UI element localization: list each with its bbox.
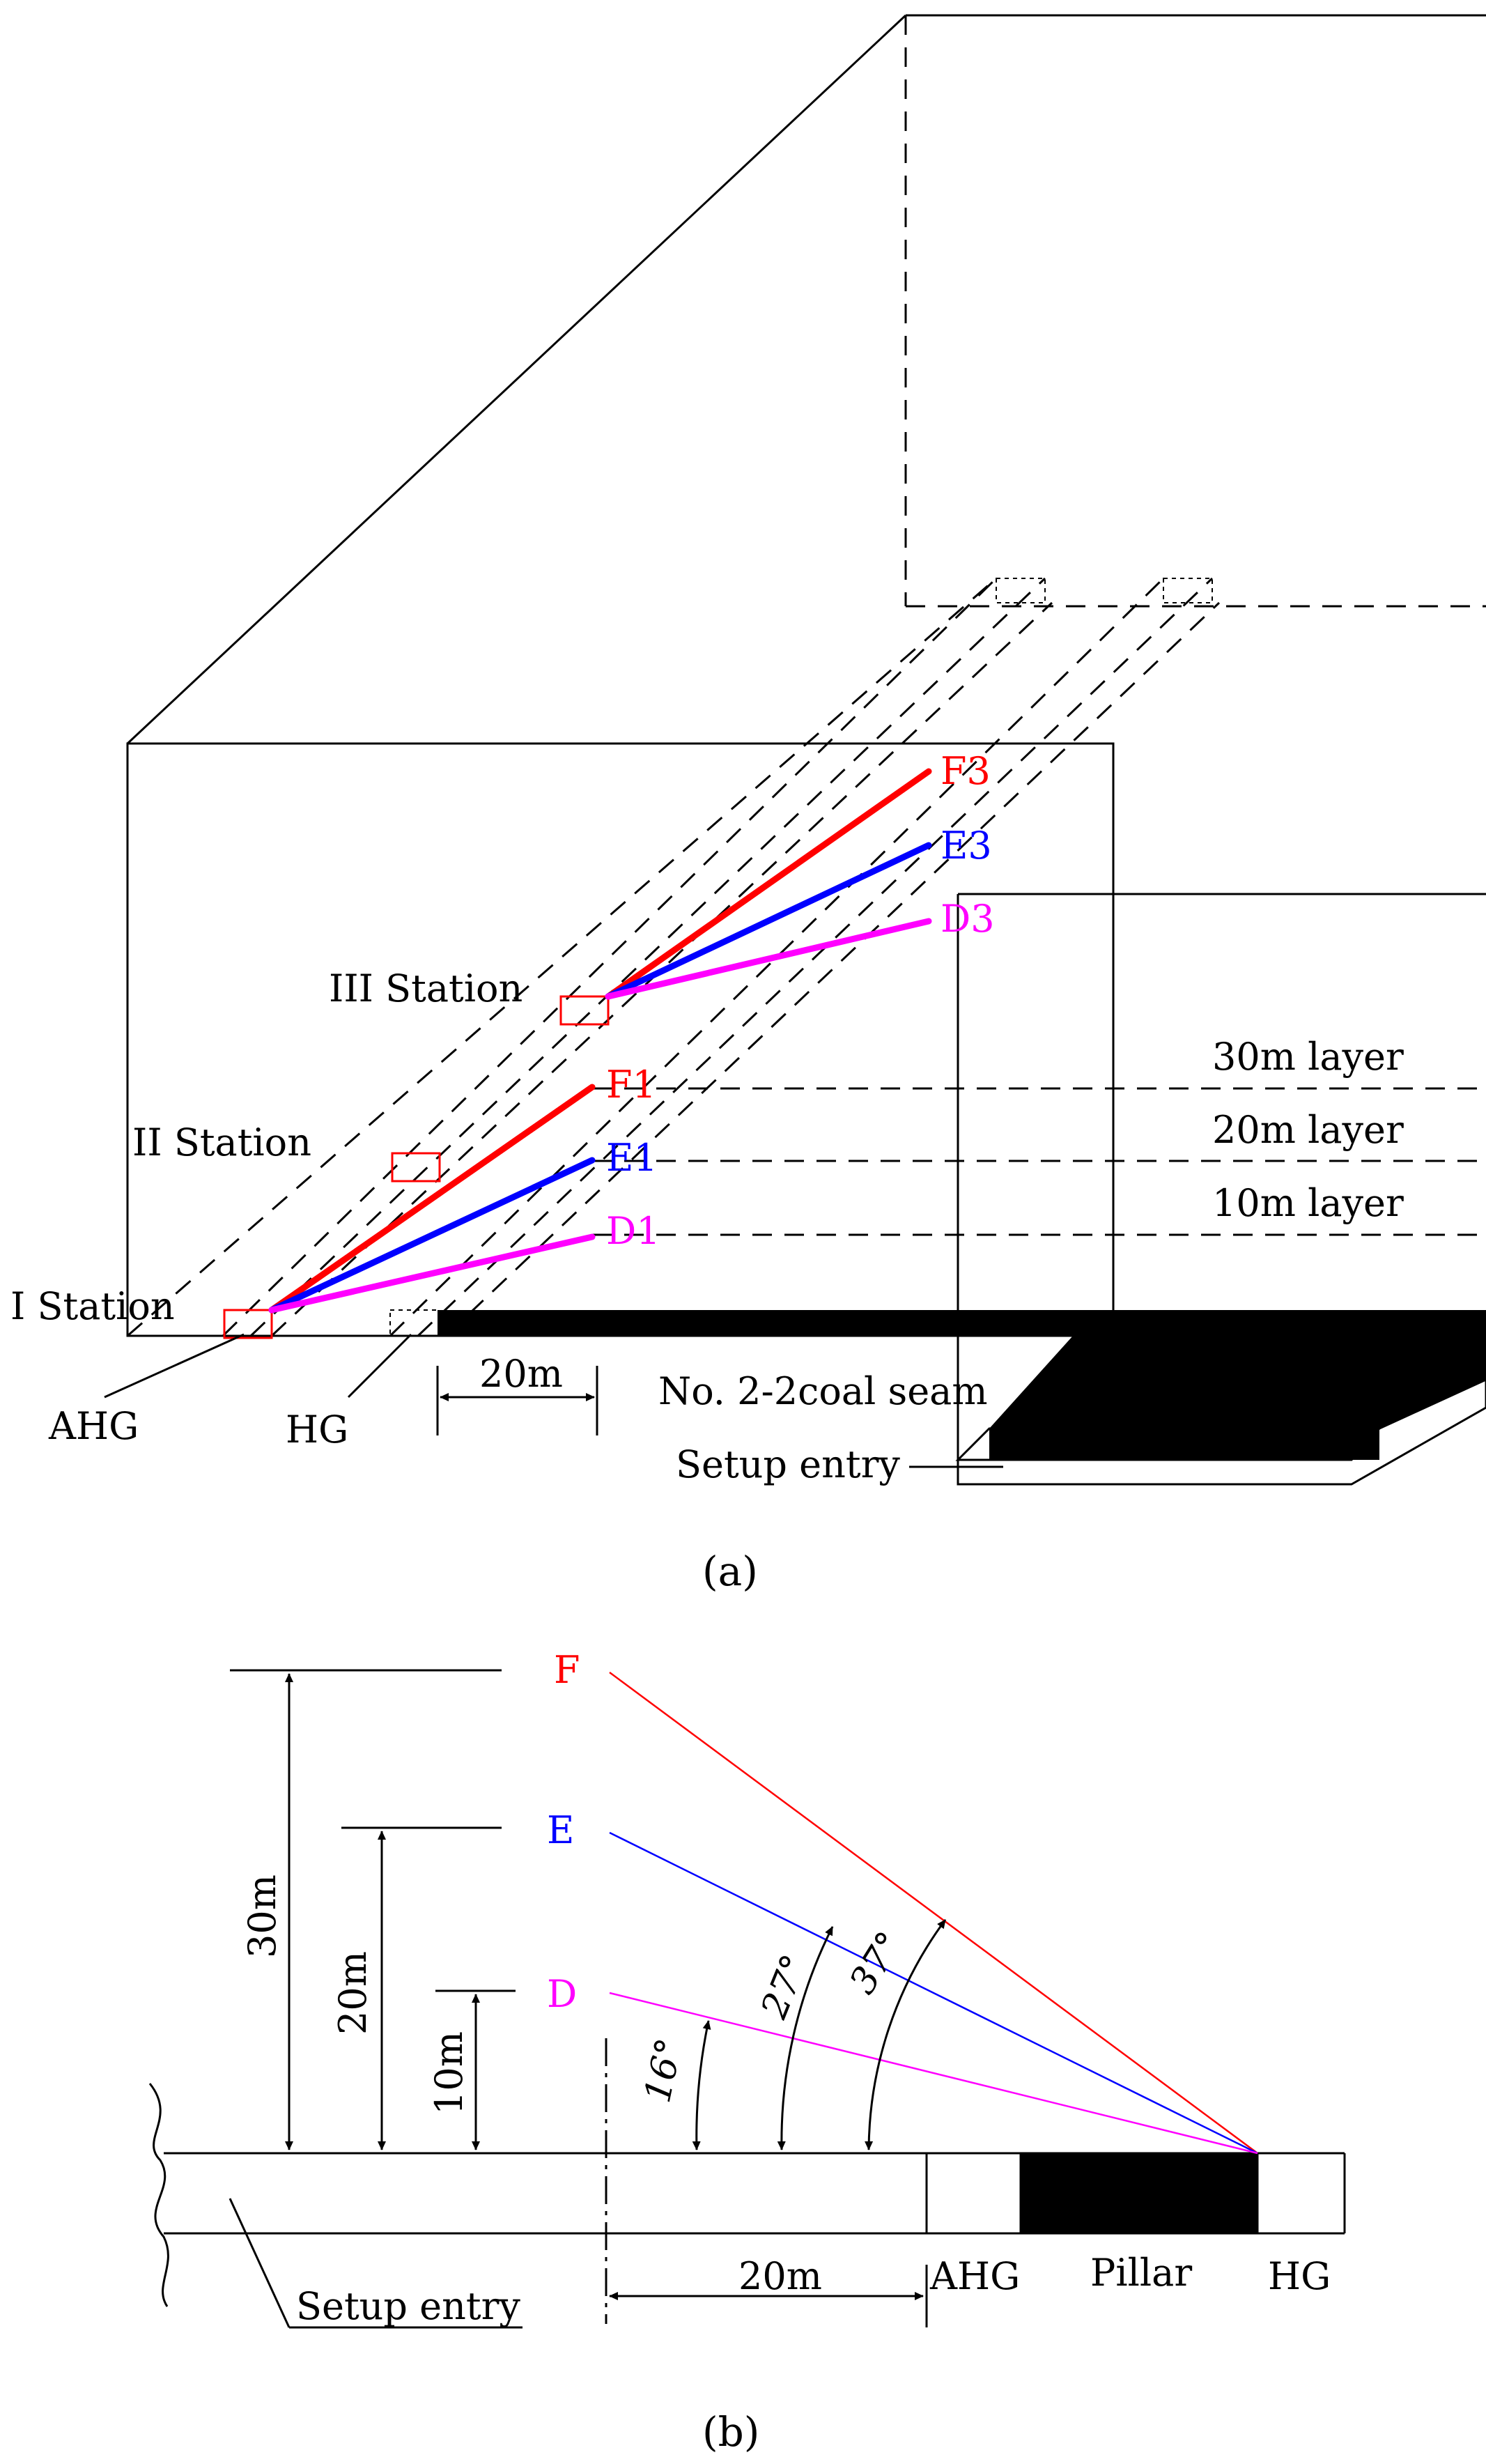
station-boxes bbox=[223, 995, 610, 1339]
label-20m-layer: 20m layer bbox=[1212, 1108, 1404, 1152]
borehole-f3 bbox=[605, 768, 932, 1000]
borehole-f-line bbox=[609, 1671, 1258, 2155]
station-iii-box bbox=[559, 995, 610, 1026]
borehole-f1 bbox=[268, 1084, 596, 1314]
label-30m-layer: 30m layer bbox=[1212, 1035, 1404, 1079]
label-setup-entry-b: Setup entry bbox=[296, 2284, 520, 2328]
height-arrows bbox=[285, 1673, 924, 2300]
label-station-iii: III Station bbox=[329, 967, 523, 1010]
label-f3: F3 bbox=[941, 749, 991, 793]
label-e-b: E bbox=[547, 1808, 574, 1852]
label-station-i: I Station bbox=[10, 1284, 175, 1328]
label-ahg-b: AHG bbox=[929, 2254, 1020, 2298]
caption-a: (a) bbox=[702, 1548, 758, 1595]
borehole-d1 bbox=[268, 1233, 596, 1314]
label-angle-37: 37° bbox=[842, 1925, 911, 2001]
borehole-e1 bbox=[268, 1157, 596, 1314]
pillar-block bbox=[1021, 2153, 1257, 2233]
label-e1: E1 bbox=[606, 1136, 658, 1180]
label-f1: F1 bbox=[606, 1063, 656, 1107]
label-e3: E3 bbox=[941, 824, 992, 868]
borehole-e3 bbox=[605, 842, 932, 1000]
boreholes-b bbox=[609, 1671, 1258, 2155]
panel-a bbox=[126, 14, 1486, 1484]
station-ii-box bbox=[391, 1152, 441, 1183]
label-10m-layer: 10m layer bbox=[1212, 1181, 1404, 1225]
borehole-e-line bbox=[609, 1831, 1258, 2155]
labels-b: F E D 30m 20m 10m 16° 27° 37° Setup entr… bbox=[240, 1648, 1331, 2456]
borehole-d3 bbox=[605, 918, 932, 1000]
borehole-d-line bbox=[609, 1992, 1258, 2155]
label-10m-b: 10m bbox=[427, 2031, 471, 2115]
label-station-ii: II Station bbox=[132, 1121, 311, 1164]
label-coal-seam: No. 2-2coal seam bbox=[658, 1369, 988, 1413]
label-hg-b: HG bbox=[1268, 2254, 1331, 2298]
annotations-a bbox=[104, 1333, 1003, 1468]
coal-seam-a bbox=[438, 1310, 1486, 1486]
angle-arcs bbox=[692, 1919, 947, 2150]
label-20m-b-dim: 20m bbox=[738, 2254, 822, 2298]
caption-b: (b) bbox=[702, 2408, 759, 2456]
station-i-box bbox=[223, 1309, 273, 1339]
label-20m-a: 20m bbox=[479, 1352, 563, 1396]
label-d1: D1 bbox=[606, 1209, 660, 1253]
label-d-b: D bbox=[547, 1972, 577, 2016]
label-20m-b: 20m bbox=[331, 1951, 375, 2035]
label-setup-entry-a: Setup entry bbox=[676, 1442, 900, 1486]
label-pillar: Pillar bbox=[1090, 2251, 1192, 2295]
label-angle-16: 16° bbox=[637, 2035, 691, 2107]
labels-a: I Station II Station III Station F3 E3 D… bbox=[10, 749, 1404, 1595]
boreholes-a bbox=[268, 768, 932, 1314]
label-hg-a: HG bbox=[286, 1408, 348, 1452]
label-ahg-a: AHG bbox=[48, 1404, 139, 1448]
label-30m-b: 30m bbox=[240, 1874, 284, 1958]
label-f-b: F bbox=[554, 1648, 580, 1692]
label-d3: D3 bbox=[941, 897, 995, 941]
label-angle-27: 27° bbox=[753, 1949, 816, 2025]
